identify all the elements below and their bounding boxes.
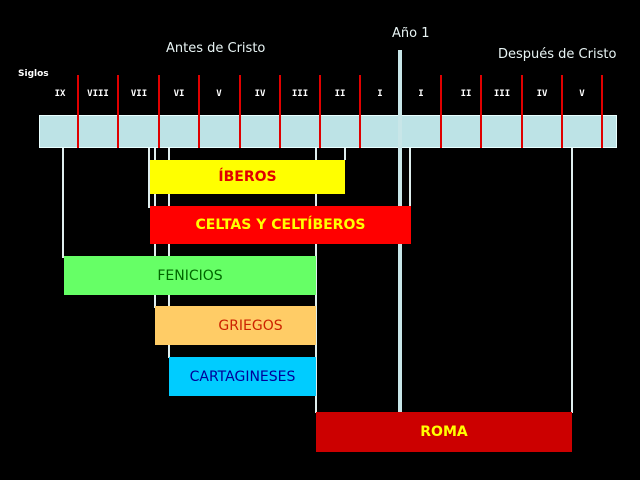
- connector-line: [148, 148, 150, 208]
- band-cartagineses: CARTAGINESES: [169, 357, 316, 396]
- timeline-bar: [39, 115, 617, 148]
- century-divider: [117, 75, 119, 148]
- century-divider: [601, 75, 603, 148]
- century-label: V: [579, 89, 585, 99]
- century-label: VI: [173, 89, 185, 99]
- century-label: VII: [130, 89, 148, 99]
- century-divider: [319, 75, 321, 148]
- band-label: FENICIOS: [157, 267, 223, 284]
- century-divider: [521, 75, 523, 148]
- century-label: VIII: [87, 89, 109, 99]
- century-divider: [359, 75, 361, 148]
- connector-line: [344, 148, 346, 160]
- century-label: IV: [536, 89, 548, 99]
- century-label: II: [460, 89, 472, 99]
- connector-line: [62, 148, 64, 258]
- century-divider: [279, 75, 281, 148]
- century-divider: [77, 75, 79, 148]
- before-christ-label: Antes de Cristo: [166, 41, 266, 56]
- after-christ-label: Después de Cristo: [498, 47, 617, 62]
- century-label: III: [493, 89, 511, 99]
- century-label: IV: [254, 89, 266, 99]
- band-label: ROMA: [420, 424, 468, 440]
- century-divider: [198, 75, 200, 148]
- connector-line: [571, 148, 573, 413]
- century-divider: [480, 75, 482, 148]
- centuries-label: Siglos: [18, 69, 49, 79]
- century-label: IX: [54, 89, 66, 99]
- century-label: V: [216, 89, 222, 99]
- century-label: I: [418, 89, 424, 99]
- year-one-label: Año 1: [392, 26, 430, 41]
- band-label: GRIEGOS: [218, 317, 283, 334]
- connector-line: [168, 148, 170, 358]
- century-label: I: [377, 89, 383, 99]
- century-label: II: [334, 89, 346, 99]
- band-celtas: CELTAS Y CELTÍBEROS: [150, 206, 411, 244]
- century-divider: [158, 75, 160, 148]
- band-fenicios: FENICIOS: [64, 256, 316, 295]
- century-divider: [561, 75, 563, 148]
- band-griegos: GRIEGOS: [155, 306, 316, 345]
- band-label: CELTAS Y CELTÍBEROS: [195, 217, 366, 233]
- connector-line: [315, 148, 317, 413]
- century-divider: [239, 75, 241, 148]
- band-label: ÍBEROS: [218, 169, 277, 185]
- band-iberos: ÍBEROS: [150, 160, 345, 194]
- band-label: CARTAGINESES: [189, 368, 296, 385]
- century-divider: [440, 75, 442, 148]
- connector-line: [409, 148, 411, 208]
- band-roma: ROMA: [316, 412, 572, 452]
- century-label: III: [291, 89, 309, 99]
